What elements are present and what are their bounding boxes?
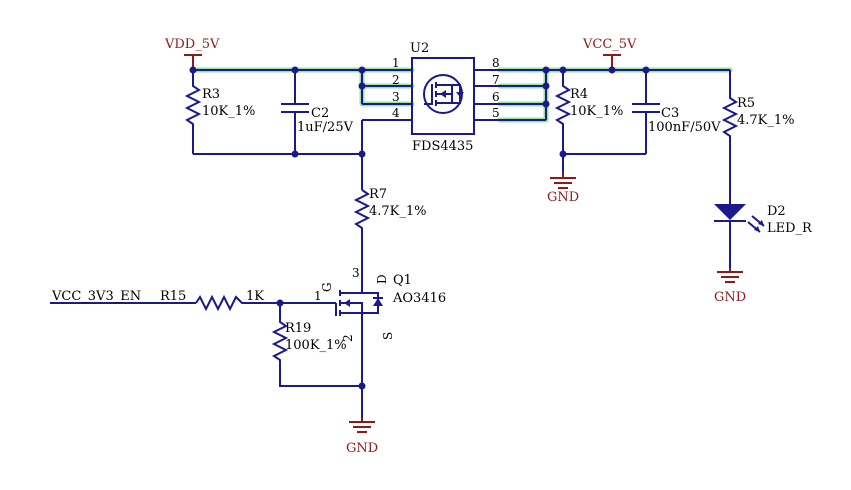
junction-dots	[189, 66, 650, 390]
u2-pin-8: 8	[492, 56, 500, 70]
r3-value: 10K_1%	[202, 104, 255, 119]
c3-value: 100nF/50V	[648, 120, 721, 135]
gnd-symbol-1: GND	[346, 418, 378, 456]
u2-ref: U2	[410, 41, 429, 56]
r3-ref: R3	[202, 87, 220, 102]
r4-value: 10K_1%	[570, 104, 623, 119]
r7-ref: R7	[369, 187, 387, 202]
pmos-icon	[423, 74, 464, 114]
gnd-symbol-3: GND	[714, 268, 746, 305]
q1-pin-source: 2	[341, 334, 355, 342]
capacitor-c3: C3 100nF/50V	[632, 70, 721, 154]
resistor-r3: R3 10K_1%	[184, 70, 255, 154]
u2-pin-4: 4	[392, 106, 400, 120]
net-vcc-3v3-en: VCC_3V3_EN	[50, 289, 196, 304]
u2-pin-3: 3	[392, 90, 400, 104]
u2-pin-6: 6	[492, 90, 500, 104]
u2-pin-2: 2	[392, 73, 400, 87]
resistor-r5: R5 4.7K_1%	[721, 70, 795, 204]
resistor-r15: R15 1K	[160, 289, 336, 312]
q1-label-g: G	[320, 282, 334, 292]
r15-ref: R15	[160, 289, 186, 304]
r5-ref: R5	[737, 96, 755, 111]
q1-pin-gate: 1	[314, 289, 322, 303]
gnd-3-label: GND	[714, 290, 746, 305]
r7-value: 4.7K_1%	[369, 204, 427, 219]
led-d2: D2 LED_R	[714, 204, 813, 268]
c2-ref: C2	[311, 106, 329, 121]
resistor-r4: R4 10K_1%	[554, 70, 623, 154]
u2-pin-5: 5	[492, 106, 500, 120]
r4-ref: R4	[570, 87, 588, 102]
u2-fds4435: U2 FDS4435 1 2 3 4 8 7 6 5	[392, 41, 500, 154]
resistor-r19: R19 100K_1%	[271, 303, 362, 387]
gnd-2-label: GND	[547, 190, 579, 205]
u2-pin-1: 1	[392, 56, 400, 70]
u2-value: FDS4435	[412, 139, 473, 154]
nmos-q1: 1 3 2 G D S Q1 AO3416	[314, 266, 446, 418]
gnd-symbol-2: GND	[547, 172, 579, 205]
vcc-3v3-en-label: VCC_3V3_EN	[51, 289, 141, 304]
vdd-5v-label: VDD_5V	[164, 37, 220, 52]
q1-value: AO3416	[392, 291, 446, 306]
r19-value: 100K_1%	[285, 338, 347, 353]
q1-label-s: S	[381, 332, 395, 340]
d2-value: LED_R	[767, 221, 813, 236]
q1-ref: Q1	[393, 273, 412, 288]
vdd-5v-power-symbol: VDD_5V	[164, 37, 220, 70]
gnd-1-label: GND	[346, 441, 378, 456]
capacitor-c2: C2 1uF/25V	[281, 70, 354, 154]
vcc-5v-label: VCC_5V	[582, 37, 637, 52]
vcc-5v-power-symbol: VCC_5V	[582, 37, 637, 70]
c2-value: 1uF/25V	[297, 120, 354, 135]
q1-label-d: D	[375, 274, 389, 284]
output-gnd-wire	[562, 153, 646, 172]
q1-pin-drain: 3	[352, 266, 360, 280]
r15-value: 1K	[246, 289, 264, 304]
d2-ref: D2	[767, 204, 786, 219]
c3-ref: C3	[661, 106, 679, 121]
r19-ref: R19	[285, 321, 311, 336]
resistor-r7: R7 4.7K_1%	[353, 187, 427, 272]
u2-pin-7: 7	[492, 73, 500, 87]
r5-value: 4.7K_1%	[737, 113, 795, 128]
